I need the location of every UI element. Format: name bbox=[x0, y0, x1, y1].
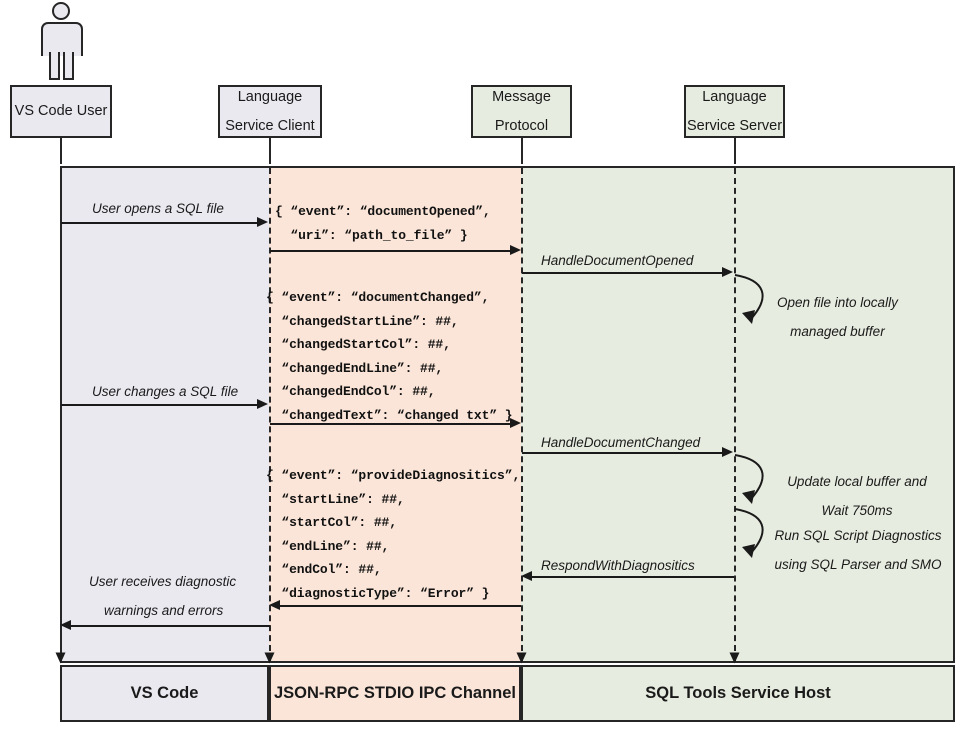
lifeline-message-protocol bbox=[521, 168, 523, 661]
lifeline-stub-message-protocol bbox=[521, 138, 523, 164]
zone-footer-vscode[interactable]: VS Code bbox=[60, 665, 269, 722]
payload-provide-diagnostics: { “event”: “provideDiagnositics”, “start… bbox=[266, 468, 521, 601]
participant-label-line1: Message bbox=[492, 89, 551, 106]
lifeline-terminator-message-protocol bbox=[516, 652, 527, 664]
message-arrowhead-handle-document-changed bbox=[722, 447, 733, 457]
zone-footer-label-sqltools: SQL Tools Service Host bbox=[645, 684, 831, 702]
message-arrow-client-to-protocol-changed bbox=[270, 423, 511, 425]
zone-footer-jsonrpc[interactable]: JSON-RPC STDIO IPC Channel bbox=[269, 665, 521, 722]
message-arrow-respond-with-diagnostics bbox=[531, 576, 734, 578]
message-arrowhead-client-to-protocol-changed bbox=[510, 418, 521, 428]
lifeline-language-service-client bbox=[269, 168, 271, 661]
participant-label-line2: Protocol bbox=[494, 117, 549, 134]
message-arrowhead-user-opens bbox=[257, 217, 268, 227]
message-arrowhead-protocol-to-client-diagnostics bbox=[269, 600, 280, 610]
message-arrow-handle-document-opened bbox=[522, 272, 724, 274]
zone-band-jsonrpc bbox=[269, 166, 521, 663]
person-icon bbox=[40, 2, 84, 80]
message-arrowhead-client-to-protocol-opened bbox=[510, 245, 521, 255]
zone-band-vscode bbox=[60, 166, 269, 663]
participant-label-line1: VS Code User bbox=[14, 103, 108, 120]
person-icon-leg-right bbox=[63, 52, 74, 80]
person-icon-head bbox=[52, 2, 70, 20]
participant-label-line1: Language bbox=[237, 89, 303, 106]
payload-document-opened: { “event”: “documentOpened”, “uri”: “pat… bbox=[275, 204, 491, 243]
self-note-run-diagnostics-line1: Run SQL Script Diagnostics bbox=[774, 528, 942, 543]
self-note-run-diagnostics-line2: using SQL Parser and SMO bbox=[774, 557, 942, 572]
lifeline-language-service-server bbox=[734, 168, 736, 661]
message-label-respond-with-diagnostics: RespondWithDiagnositics bbox=[541, 558, 695, 573]
lifeline-stub-language-service-server bbox=[734, 138, 736, 164]
message-arrow-user-receives bbox=[70, 625, 270, 627]
zone-footer-label-vscode: VS Code bbox=[130, 684, 199, 702]
message-arrow-user-opens bbox=[61, 222, 259, 224]
lifeline-stub-vscode-user bbox=[60, 138, 62, 164]
message-arrowhead-handle-document-opened bbox=[722, 267, 733, 277]
message-arrow-user-changes bbox=[61, 404, 259, 406]
message-arrowhead-respond-with-diagnostics bbox=[521, 571, 532, 581]
self-message-loop-update-buffer bbox=[734, 454, 764, 504]
self-note-update-buffer-line1: Update local buffer and bbox=[787, 474, 927, 489]
lifeline-terminator-language-service-server bbox=[729, 652, 740, 664]
message-arrow-protocol-to-client-diagnostics bbox=[279, 605, 521, 607]
self-note-open-file: Open file into locally managed buffer bbox=[777, 288, 898, 346]
message-arrowhead-user-receives bbox=[60, 620, 71, 630]
message-label-handle-document-opened: HandleDocumentOpened bbox=[541, 253, 694, 268]
person-icon-body bbox=[41, 22, 83, 56]
participant-label-line2: Service Server bbox=[686, 117, 783, 134]
message-arrow-client-to-protocol-opened bbox=[270, 250, 511, 252]
message-arrowhead-user-changes bbox=[257, 399, 268, 409]
participant-box-language-service-client[interactable]: Language Service Client bbox=[218, 85, 322, 138]
zone-band-right-border bbox=[953, 166, 955, 663]
self-message-loop-open-file bbox=[734, 274, 764, 324]
self-note-run-diagnostics: Run SQL Script Diagnostics using SQL Par… bbox=[773, 521, 943, 579]
lifeline-vscode-user bbox=[60, 168, 62, 661]
self-note-open-file-line2: managed buffer bbox=[790, 324, 885, 339]
participant-box-message-protocol[interactable]: Message Protocol bbox=[471, 85, 572, 138]
lifeline-stub-language-service-client bbox=[269, 138, 271, 164]
participant-label-line2: Service Client bbox=[225, 117, 315, 134]
self-note-open-file-line1: Open file into locally bbox=[777, 295, 898, 310]
lifeline-terminator-language-service-client bbox=[264, 652, 275, 664]
payload-document-changed: { “event”: “documentChanged”, “changedSt… bbox=[266, 290, 513, 423]
message-label-user-receives-line1: User receives diagnostic bbox=[89, 574, 237, 589]
self-note-update-buffer-line2: Wait 750ms bbox=[821, 503, 893, 518]
zone-band-sqltools bbox=[521, 166, 955, 663]
message-label-user-opens: User opens a SQL file bbox=[92, 201, 224, 216]
message-label-user-changes: User changes a SQL file bbox=[92, 384, 239, 399]
zone-footer-sqltools[interactable]: SQL Tools Service Host bbox=[521, 665, 955, 722]
self-message-loop-run-diagnostics bbox=[734, 508, 764, 558]
lifeline-terminator-vscode-user bbox=[55, 652, 66, 664]
zone-footer-label-jsonrpc: JSON-RPC STDIO IPC Channel bbox=[273, 684, 517, 702]
participant-box-language-service-server[interactable]: Language Service Server bbox=[684, 85, 785, 138]
person-icon-leg-left bbox=[49, 52, 60, 80]
message-label-user-receives-line2: warnings and errors bbox=[104, 603, 224, 618]
participant-box-vscode-user[interactable]: VS Code User bbox=[10, 85, 112, 138]
self-note-update-buffer: Update local buffer and Wait 750ms bbox=[777, 467, 937, 525]
message-arrow-handle-document-changed bbox=[522, 452, 724, 454]
participant-label-line1: Language bbox=[702, 89, 767, 106]
message-label-handle-document-changed: HandleDocumentChanged bbox=[541, 435, 701, 450]
